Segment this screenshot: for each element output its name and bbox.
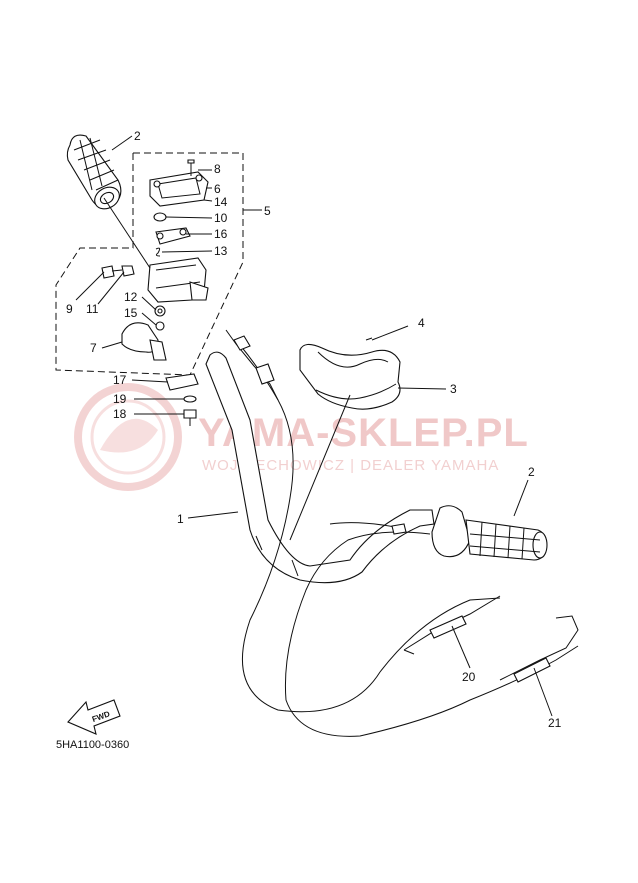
leader-lines bbox=[75, 135, 553, 717]
callout-17: 17 bbox=[113, 373, 127, 387]
pad-band bbox=[365, 337, 373, 341]
callout-2-right: 2 bbox=[528, 465, 535, 479]
callout-21: 21 bbox=[548, 716, 562, 730]
callout-10: 10 bbox=[214, 211, 228, 225]
callouts: 1 2 2 3 4 5 6 7 8 9 10 11 12 13 14 15 16… bbox=[66, 129, 562, 730]
switch-assembly-boundary bbox=[55, 152, 244, 376]
throttle-housing bbox=[147, 257, 209, 303]
handlebar-pad bbox=[299, 343, 401, 410]
watermark-dealer: WOJCIECHOWICZ | DEALER YAMAHA bbox=[202, 457, 499, 474]
nut bbox=[153, 212, 167, 222]
callout-4: 4 bbox=[418, 316, 425, 330]
washer-holder bbox=[183, 395, 197, 403]
throttle-cable-inner bbox=[225, 329, 279, 401]
callout-14: 14 bbox=[214, 195, 228, 209]
bolt bbox=[101, 265, 123, 279]
callout-12: 12 bbox=[124, 290, 138, 304]
callout-5: 5 bbox=[264, 204, 271, 218]
fwd-arrow-icon: FWD bbox=[67, 699, 121, 735]
callout-19: 19 bbox=[113, 392, 127, 406]
callout-2-left: 2 bbox=[134, 129, 141, 143]
cable-adjuster bbox=[233, 335, 275, 385]
spring bbox=[155, 247, 161, 257]
callout-18: 18 bbox=[113, 407, 127, 421]
callout-13: 13 bbox=[214, 244, 228, 258]
callout-11: 11 bbox=[86, 302, 99, 316]
nut-small bbox=[121, 265, 135, 277]
thumb-lever bbox=[121, 322, 167, 361]
callout-1: 1 bbox=[177, 512, 184, 526]
callout-16: 16 bbox=[214, 227, 228, 241]
screw bbox=[187, 159, 195, 176]
watermark: YAMA-SKLEP.PL WOJCIECHOWICZ | DEALER YAM… bbox=[74, 383, 528, 491]
switch-housing-upper bbox=[149, 171, 209, 207]
left-grip bbox=[66, 134, 122, 210]
callout-9: 9 bbox=[66, 302, 73, 316]
right-grip bbox=[431, 505, 548, 561]
callout-20: 20 bbox=[462, 670, 476, 684]
choke-cable-loop bbox=[284, 531, 579, 737]
cable-assembly-20 bbox=[403, 595, 501, 655]
handlebar-holder bbox=[165, 373, 199, 391]
callout-7: 7 bbox=[90, 341, 97, 355]
callout-15: 15 bbox=[124, 306, 138, 320]
handlebar bbox=[205, 351, 435, 584]
throttle-cable-loop bbox=[239, 344, 501, 713]
diagram-code: 5HA1100-0360 bbox=[56, 739, 129, 751]
cable-assembly-21 bbox=[499, 615, 579, 683]
washer-small bbox=[155, 321, 165, 331]
watermark-logo-icon bbox=[74, 383, 182, 491]
callout-3: 3 bbox=[450, 382, 457, 396]
holder-bolt bbox=[183, 409, 197, 426]
callout-8: 8 bbox=[214, 162, 221, 176]
callout-6: 6 bbox=[214, 182, 221, 196]
